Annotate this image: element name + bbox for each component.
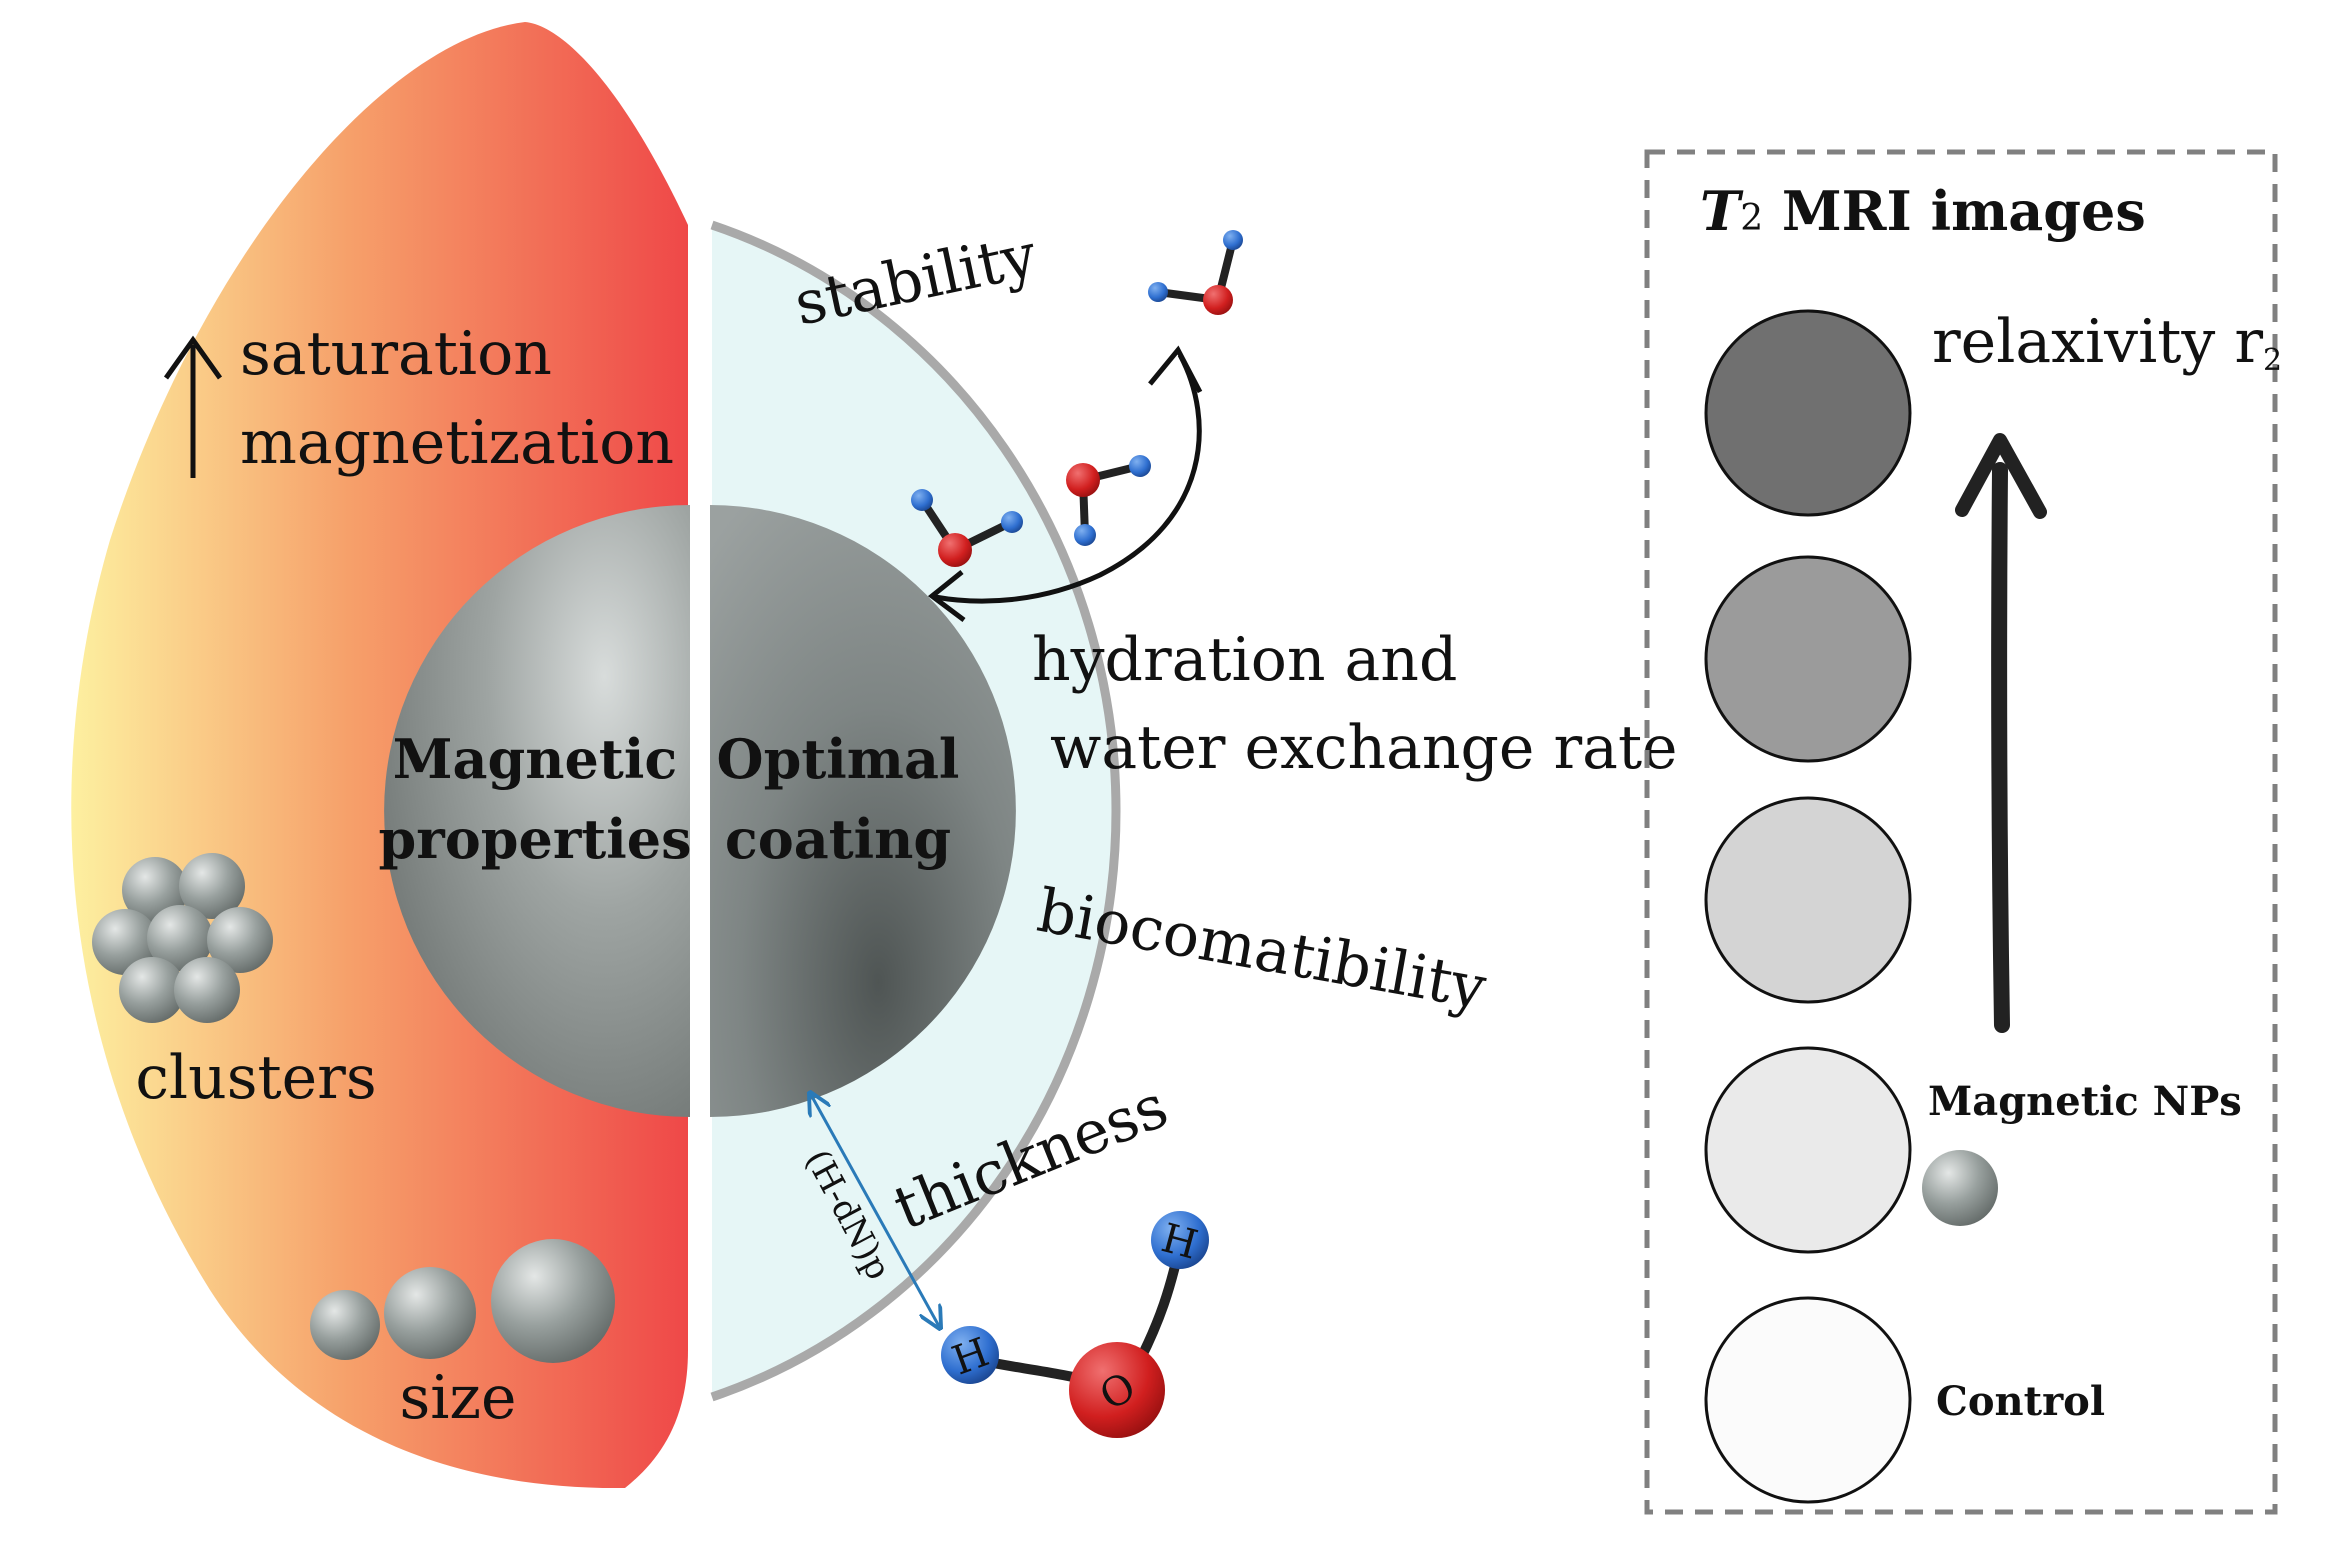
mri-circle-1	[1704, 309, 1912, 517]
cluster-spheres	[92, 853, 273, 1023]
magnetic-nps-label: Magnetic NPs	[1928, 1078, 2242, 1125]
core-label-magnetic: Magnetic	[393, 727, 677, 791]
mri-panel-frame	[1644, 149, 2278, 1515]
magnetic-half-panel	[71, 22, 688, 1489]
mri-circle-3	[1704, 796, 1912, 1004]
mri-circle-control	[1704, 1296, 1912, 1504]
core-label-coating: coating	[725, 807, 951, 871]
water-molecule-large: H O H	[941, 1211, 1209, 1438]
water-exchange-label: water exchange rate	[1050, 713, 1678, 783]
core-label-properties: properties	[378, 807, 691, 871]
distance-arrow	[810, 1093, 940, 1328]
saturation-label: saturation	[240, 319, 552, 389]
up-arrow-icon	[163, 335, 223, 478]
size-label: size	[399, 1363, 516, 1433]
relaxivity-label: relaxivity r2	[1932, 307, 2282, 378]
magnetization-label: magnetization	[240, 408, 674, 478]
mri-panel-title: T2 MRI images	[1700, 179, 2146, 243]
stability-label: stability	[789, 220, 1043, 339]
control-label: Control	[1936, 1378, 2105, 1425]
biocompatibility-label: biocomatibility	[1032, 876, 1491, 1024]
core-left-half	[384, 505, 690, 1117]
size-spheres	[310, 1239, 615, 1363]
exchange-arrow	[927, 345, 1203, 622]
hydration-label: hydration and	[1032, 625, 1457, 695]
core-right-half	[710, 505, 1016, 1117]
water-molecule-small-2	[1066, 455, 1151, 546]
mri-circle-4	[1704, 1046, 1912, 1254]
mri-circle-2	[1704, 555, 1912, 763]
clusters-label: clusters	[135, 1043, 376, 1113]
core-label-optimal: Optimal	[717, 727, 960, 791]
magnetic-np-icon	[1922, 1150, 1998, 1226]
water-molecule-small-3	[911, 489, 1023, 567]
water-molecule-small-1	[1148, 230, 1243, 315]
relaxivity-arrow-icon	[1955, 433, 2047, 1033]
